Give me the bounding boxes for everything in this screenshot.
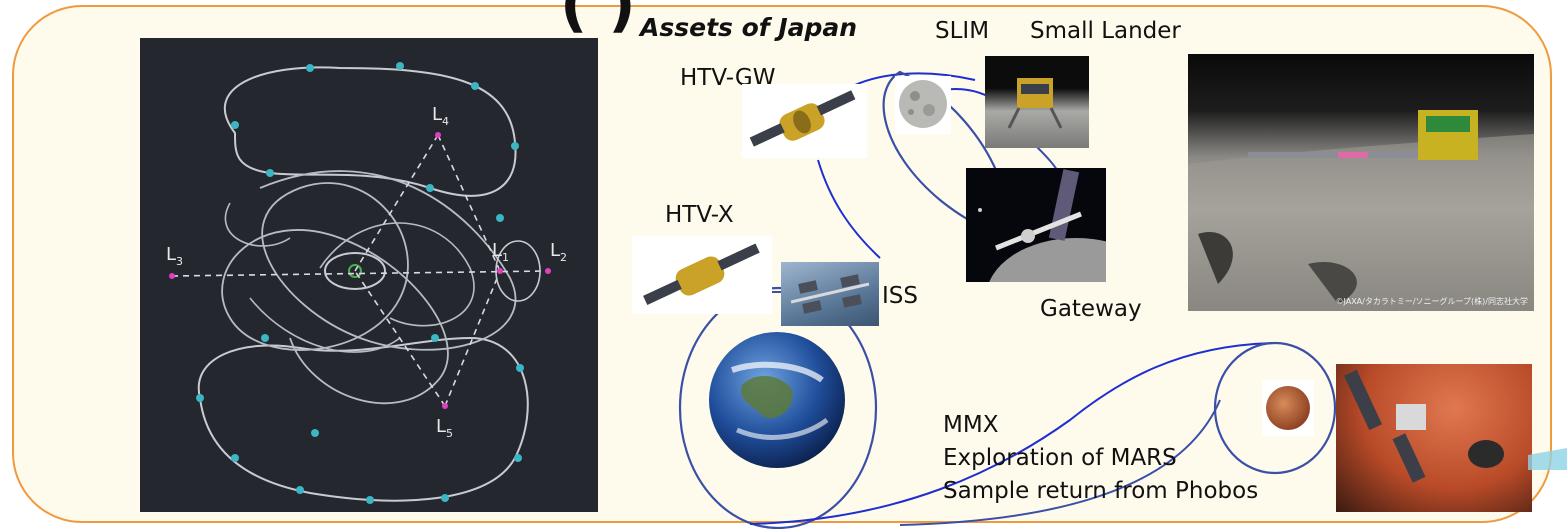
earth-orbit-ellipse <box>678 286 878 529</box>
l3-l2-axis <box>171 270 549 277</box>
l1-marker <box>497 268 503 274</box>
l4-marker <box>435 132 441 138</box>
title-assets-of-japan: Assets of Japan <box>640 13 858 42</box>
heading-fragment: ( ) <box>560 0 636 40</box>
photo-credit: ©JAXA/タカラトミー/ソニーグループ(株)/同志社大学 <box>1335 297 1529 306</box>
mmx-label: MMX <box>943 412 999 438</box>
gateway-image <box>966 168 1106 282</box>
small-lander-label: Small Lander <box>1030 18 1181 44</box>
htv-x-label: HTV-X <box>665 202 734 228</box>
l5-earth-line <box>354 270 446 407</box>
trajectory-dots <box>196 62 524 504</box>
slim-lander-image <box>985 56 1089 148</box>
htv-x-image <box>632 236 772 314</box>
l2-marker <box>545 268 551 274</box>
l1-l2-loop <box>495 240 541 302</box>
l3-marker <box>169 273 175 279</box>
mmx-sample-return-label: Sample return from Phobos <box>943 478 1259 504</box>
earth-mars-transfer <box>749 342 1276 525</box>
gateway-label: Gateway <box>1040 296 1142 322</box>
orbit-tangle-2 <box>224 202 475 353</box>
earth-image <box>702 330 852 470</box>
l4-label: L4 <box>432 104 449 128</box>
mmx-spacecraft-image <box>1336 364 1532 512</box>
l4-earth-line <box>354 134 439 272</box>
l1-label: L1 <box>492 240 509 264</box>
orbit-tangle <box>221 170 517 405</box>
htv-gw-image <box>742 84 867 158</box>
lunar-surface-photo: ©JAXA/タカラトミー/ソニーグループ(株)/同志社大学 <box>1188 54 1534 311</box>
l4-l1-line <box>437 134 501 272</box>
iss-label: ISS <box>882 283 918 309</box>
iss-image <box>781 262 879 326</box>
earth-marker <box>348 264 362 278</box>
mars-image <box>1262 380 1314 436</box>
earth-orbit-ring <box>324 252 386 290</box>
orbit-loop-top <box>223 66 517 197</box>
l5-marker <box>442 403 448 409</box>
mars-orbit-ellipse <box>1213 341 1337 475</box>
moon-image <box>895 76 951 134</box>
l2-label: L2 <box>550 240 567 264</box>
mmx-exploration-label: Exploration of MARS <box>943 445 1177 471</box>
l5-label: L5 <box>436 416 453 440</box>
mars-arc <box>899 399 1221 526</box>
htv-gw-iss-link <box>817 159 881 259</box>
slim-label: SLIM <box>935 18 990 44</box>
l5-l1-line <box>444 270 501 407</box>
lagrange-orbit-diagram: L1 L2 L3 L4 L5 <box>140 38 598 512</box>
l3-label: L3 <box>166 244 183 268</box>
